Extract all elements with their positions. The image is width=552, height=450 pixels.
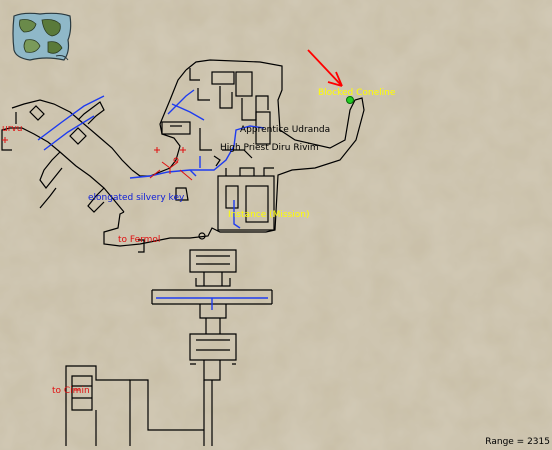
player-marker-icon (346, 96, 354, 104)
red-arrow-icon (307, 49, 343, 87)
label-blocked: Blocked Coneline (318, 88, 396, 98)
npc-label-apprentice: Apprentice Udranda (240, 125, 331, 135)
npc-label-high-priest: High Priest Diru Rivim (220, 143, 319, 153)
label-to-cimin: to Cimin (52, 386, 90, 396)
label-key: elongated silvery key (88, 193, 185, 203)
world-map-icon[interactable] (10, 10, 74, 62)
red-spawn-markers (2, 137, 193, 391)
range-readout: Range = 2315 (485, 437, 550, 447)
label-west-exit: urvu (2, 124, 23, 134)
label-instance: Instance (Mission) (228, 210, 310, 220)
water-channels (37, 89, 268, 310)
label-to-fermol: to Fermol (118, 235, 161, 245)
